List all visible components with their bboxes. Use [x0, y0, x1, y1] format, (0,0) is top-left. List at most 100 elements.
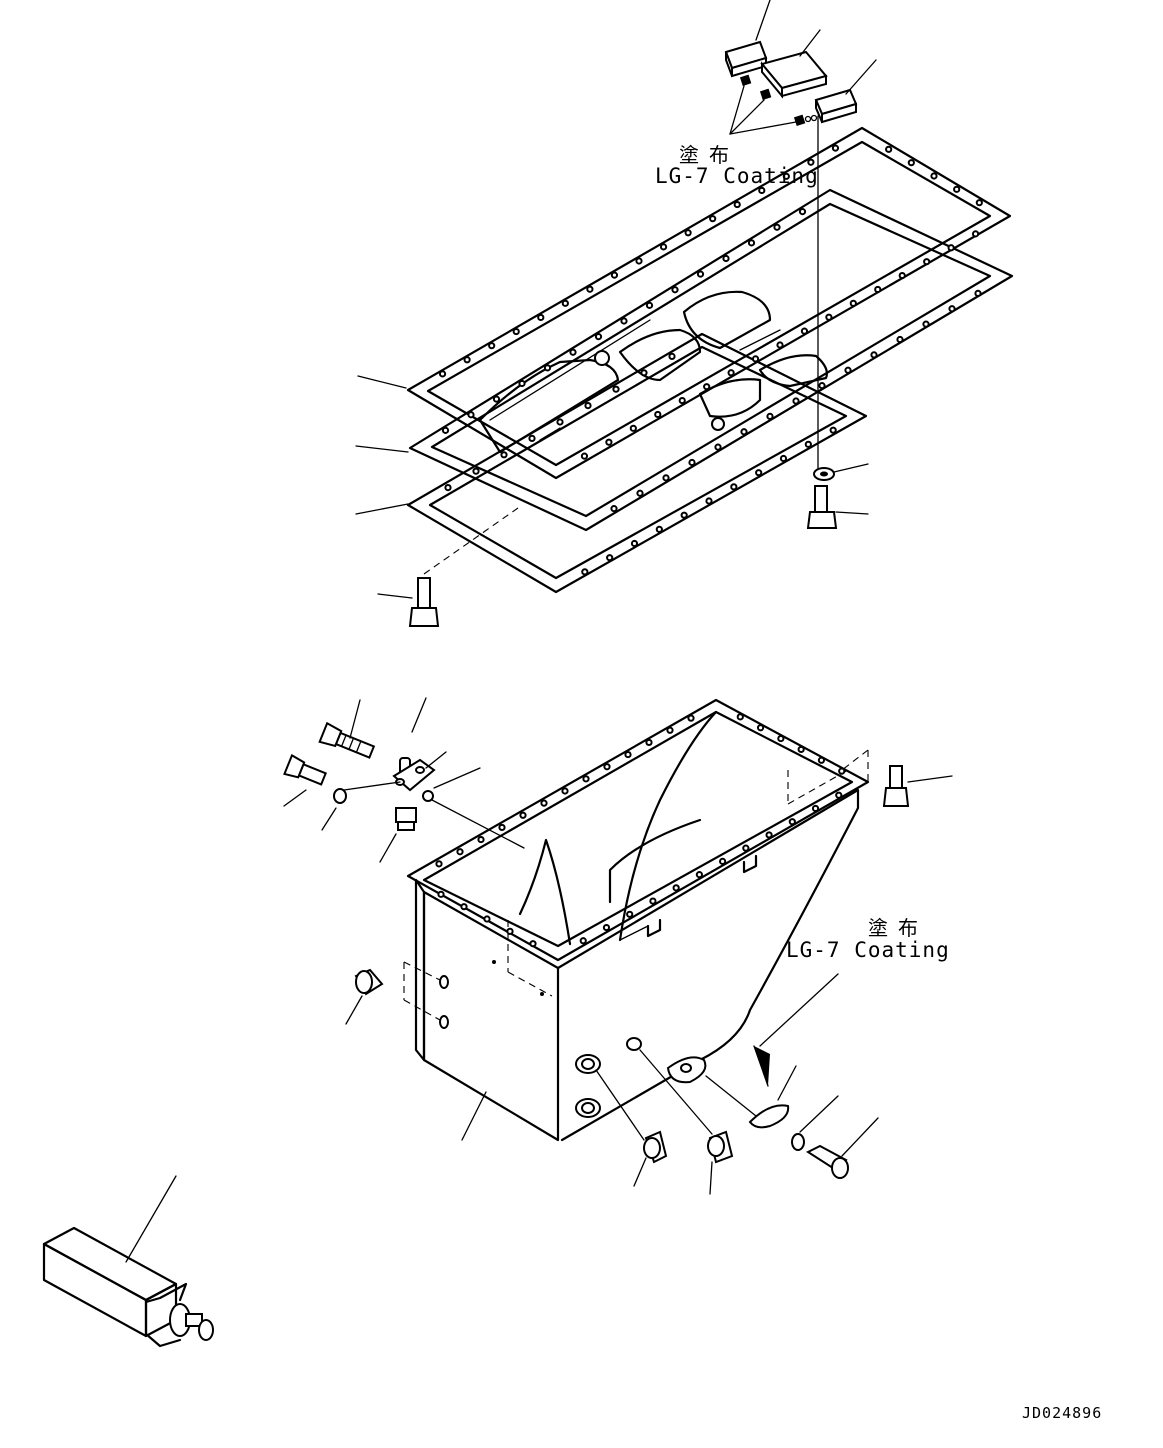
bolt-hole [561, 299, 569, 307]
bolt-hole [659, 243, 668, 251]
bolt-hole [483, 915, 491, 923]
bolt-hole [640, 369, 648, 377]
bolt-hole [529, 940, 537, 948]
bolt-hole [518, 379, 526, 388]
bolt-hole [645, 738, 653, 747]
bolt-hole [512, 327, 520, 336]
bolt-hole [629, 424, 637, 432]
bolt-hole [678, 396, 686, 405]
bolt-hole [528, 434, 536, 442]
bolt-hole [807, 158, 815, 166]
bolt-hole [543, 364, 552, 372]
bolt-hole [581, 568, 589, 576]
lower-gasket [406, 332, 868, 594]
bolt-hole [456, 848, 464, 856]
bolt-hole [519, 811, 527, 819]
bolt-hole [671, 286, 679, 294]
coating-pan-japanese: 塗布 [868, 916, 928, 940]
bolt-hole [680, 511, 688, 519]
bolt-hole [782, 172, 790, 180]
pan-left-fittings [283, 697, 525, 863]
bolt-hole [612, 385, 620, 393]
bolt-hole [930, 172, 938, 180]
bolt-hole [444, 484, 452, 492]
bolt-hole [437, 890, 445, 898]
bolt-hole [441, 426, 450, 434]
bolt-hole [537, 313, 545, 322]
coating-top-english: LG-7 Coating [655, 164, 819, 188]
bolt-hole [584, 402, 592, 410]
bolt-hole [605, 438, 613, 446]
bolt-hole [896, 335, 904, 344]
bolt-hole [438, 370, 447, 378]
small-block-2 [814, 88, 858, 124]
bolt-hole [730, 483, 738, 491]
bolt-hole [603, 763, 611, 771]
bolt-hole [696, 270, 705, 278]
bolt-hole [831, 144, 840, 152]
bolt-hole [620, 317, 628, 325]
bolt-hole [630, 539, 639, 548]
bolt-hole [719, 857, 727, 865]
bolt-hole [777, 734, 785, 743]
bolt-hole [766, 412, 774, 420]
bolt-hole [579, 937, 587, 945]
bolt-hole [829, 426, 837, 434]
bolt-hole [687, 714, 695, 722]
bolt-hole [835, 791, 843, 799]
bolt-hole [758, 186, 766, 195]
bolt-hole [684, 229, 692, 237]
bolt-hole [971, 230, 980, 238]
bolt-hole [666, 726, 674, 734]
bolt-hole [907, 159, 915, 167]
bolt-hole [838, 767, 846, 775]
bolt-hole [885, 145, 893, 153]
bolt-hole [947, 244, 955, 252]
bolt-hole [797, 745, 805, 754]
bolt-hole [727, 369, 735, 377]
bolt-hole [773, 223, 781, 231]
bolt-hole [460, 903, 468, 911]
bolt-hole [636, 489, 644, 497]
bolt-hole [736, 713, 744, 721]
bolt-hole [874, 285, 882, 294]
coating-top-japanese: 塗布 [679, 143, 739, 167]
long-block [760, 50, 828, 99]
bolt-hole [435, 860, 443, 868]
bolt-hole [561, 787, 569, 795]
bolt-hole [922, 320, 930, 328]
bolt-hole [779, 454, 788, 463]
bolt-hole [569, 348, 577, 356]
bolt-hole [844, 366, 852, 374]
bolt-hole [540, 799, 548, 807]
bolt-hole [817, 756, 826, 764]
cover-plate-bolt [705, 973, 879, 1179]
bolt-hole [788, 818, 796, 826]
bolt-hole [586, 285, 594, 293]
bolt-hole [923, 258, 931, 266]
bolt-hole [798, 208, 807, 216]
left-gasket-bolt [377, 507, 519, 627]
pan-right-bolt [841, 749, 953, 807]
bolt-hole [776, 341, 784, 349]
bolt-hole [804, 440, 812, 448]
bolt-hole [594, 333, 603, 341]
block-leaders [755, 0, 877, 95]
bolt-hole [492, 395, 501, 403]
bolt-hole [825, 313, 833, 321]
bolt-hole [755, 469, 763, 477]
bolt-hole [747, 239, 756, 247]
bolt-hole [662, 474, 670, 482]
bolt-hole [688, 458, 696, 467]
bolt-hole [714, 443, 722, 451]
bolt-hole [645, 301, 654, 309]
bolt-hole [602, 923, 611, 932]
bolt-hole [672, 884, 680, 892]
gasket-bolt-holes [438, 144, 983, 576]
bolt-hole [655, 525, 663, 533]
bolt-hole [733, 200, 741, 209]
service-tool [42, 1175, 214, 1348]
bolt-hole [556, 418, 564, 426]
gasket-leaders [355, 375, 409, 515]
